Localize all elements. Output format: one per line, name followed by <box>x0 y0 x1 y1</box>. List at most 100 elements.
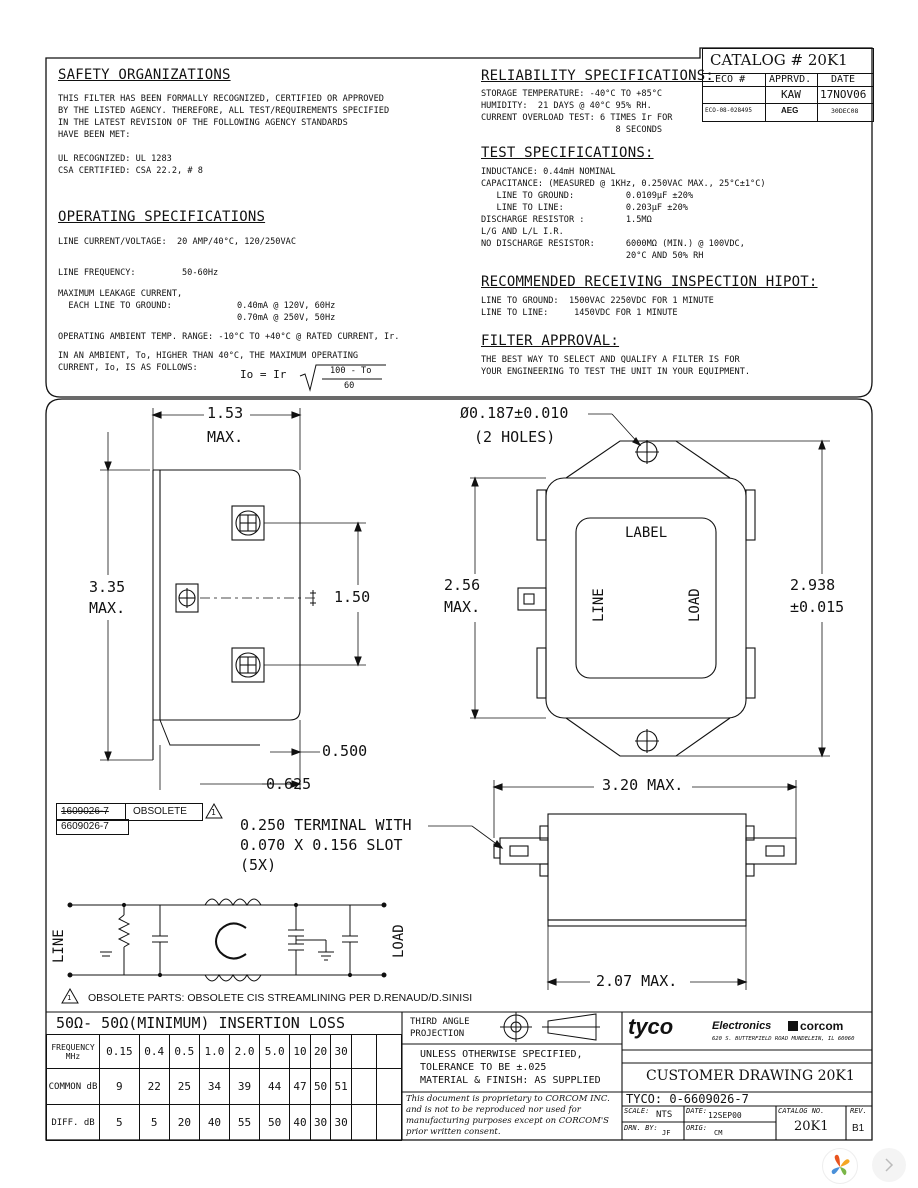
diff-cell: 5 <box>138 1104 170 1141</box>
test-line-8: 20°C AND 50% RH <box>481 251 704 261</box>
catalog-block: CATALOG # 20K1 ECO # APPRVD. DATE KAW 17… <box>702 48 874 122</box>
dim-width-side-max: MAX. <box>207 428 244 446</box>
diff-cell: 55 <box>228 1104 261 1141</box>
formula-numerator: 100 - To <box>330 366 372 376</box>
dim-width-side: 1.53 <box>207 404 244 422</box>
freq-label: FREQUENCY MHz <box>46 1034 100 1069</box>
front-label: LABEL <box>625 525 668 541</box>
dim-front-height: 2.56 <box>444 576 481 594</box>
schematic <box>67 898 387 982</box>
rev-label: REV. <box>850 1107 867 1115</box>
drawn-by-label: DRN. BY: <box>624 1124 658 1132</box>
diff-label: DIFF. dB <box>46 1104 100 1141</box>
company-address: 620 S. BUTTERFIELD ROAD MUNDELEIN, IL 60… <box>712 1036 855 1042</box>
leakage-1: MAXIMUM LEAKAGE CURRENT, <box>58 289 183 299</box>
obsolete-tag: OBSOLETE <box>133 806 187 817</box>
freq-cell: 5.0 <box>259 1034 291 1069</box>
reliability-line-3: CURRENT OVERLOAD TEST: 6 TIMES Ir FOR <box>481 113 673 123</box>
dim-height-side: 3.35 <box>89 578 126 596</box>
obsolete-note: OBSOLETE PARTS: OBSOLETE CIS STREAMLININ… <box>88 992 473 1004</box>
current-number-box: 6609026-7 <box>56 819 129 835</box>
bottom-view <box>428 780 798 990</box>
apprvd-2: AEG <box>781 106 799 115</box>
reliability-line-4: 8 SECONDS <box>481 125 663 135</box>
dim-hole-spacing-tol: ±0.015 <box>790 598 845 616</box>
viewer-next-button[interactable] <box>872 1148 906 1182</box>
common-cell: 50 <box>309 1068 332 1105</box>
common-label: COMMON dB <box>46 1068 100 1105</box>
line-current: LINE CURRENT/VOLTAGE: 20 AMP/40°C, 120/2… <box>58 237 296 247</box>
terminal-note-2: 0.070 X 0.156 SLOT <box>240 836 403 854</box>
formula-left: Io = Ir <box>240 368 287 381</box>
safety-title: SAFETY ORGANIZATIONS <box>58 67 231 83</box>
apprvd-header: APPRVD. <box>769 74 812 85</box>
current-number: 6609026-7 <box>61 821 109 832</box>
corcom-logo: corcom <box>800 1019 844 1033</box>
dim-hole-spacing: 2.938 <box>790 576 836 594</box>
test-line-6: L/G AND L/L I.R. <box>481 227 564 237</box>
freq-cell: 2.0 <box>228 1034 261 1069</box>
eco-2: ECO-08-028495 <box>705 107 752 114</box>
material-note: MATERIAL & FINISH: AS SUPPLIED <box>420 1075 601 1086</box>
test-line-4: LINE TO LINE: 0.203µF ±20% <box>481 203 688 213</box>
catalog-no-label: CATALOG NO. <box>778 1107 825 1115</box>
date-label: DATE: <box>686 1107 708 1115</box>
catalog-no-value: 20K1 <box>794 1119 829 1134</box>
test-line-2: CAPACITANCE: (MEASURED @ 1KHz, 0.250VAC … <box>481 179 766 189</box>
common-cell: 22 <box>138 1068 170 1105</box>
eco-header: ECO # <box>715 74 746 85</box>
dim-front-height-max: MAX. <box>444 598 481 616</box>
freq-cell: 1.0 <box>198 1034 231 1069</box>
formula-denominator: 60 <box>344 381 355 391</box>
dim-body-width: 2.07 MAX. <box>596 972 678 990</box>
originator-value: CM <box>714 1129 723 1137</box>
tyco-number: TYCO: 0-6609026-7 <box>626 1092 749 1106</box>
proprietary-3: manufacturing purposes except on CORCOM'… <box>406 1116 610 1126</box>
leakage-2: EACH LINE TO GROUND: <box>58 301 172 311</box>
loss-title: 50Ω- 50Ω(MINIMUM) INSERTION LOSS <box>56 1014 345 1032</box>
common-cell: 44 <box>259 1068 291 1105</box>
title-block-lines <box>46 1011 872 1140</box>
obsolete-mark-2: 1 <box>67 994 72 1002</box>
test-line-1: INDUCTANCE: 0.44mH NOMINAL <box>481 167 616 177</box>
ambient-range: OPERATING AMBIENT TEMP. RANGE: -10°C TO … <box>58 332 400 342</box>
freq-cell: 10 <box>289 1034 311 1069</box>
approval-line-2: YOUR ENGINEERING TO TEST THE UNIT IN YOU… <box>481 367 751 377</box>
diff-cell: 30 <box>309 1104 332 1141</box>
viewer-logo-button[interactable] <box>822 1148 858 1184</box>
approval-line-1: THE BEST WAY TO SELECT AND QUALIFY A FIL… <box>481 355 740 365</box>
diff-cell: 40 <box>289 1104 311 1141</box>
tolerance-note-1: UNLESS OTHERWISE SPECIFIED, <box>420 1049 583 1060</box>
line-frequency-value: 50-60Hz <box>182 268 219 278</box>
reliability-line-2: HUMIDITY: 21 DAYS @ 40°C 95% RH. <box>481 101 652 111</box>
scale-label: SCALE: <box>624 1107 650 1115</box>
ambient-note-1: IN AN AMBIENT, To, HIGHER THAN 40°C, THE… <box>58 351 359 361</box>
dim-0500: 0.500 <box>322 742 368 760</box>
diff-cell: 20 <box>168 1104 200 1141</box>
proprietary-1: This document is proprietary to CORCOM I… <box>406 1094 610 1104</box>
sqrt-symbol <box>299 364 386 392</box>
diff-cell: 50 <box>259 1104 291 1141</box>
test-line-3: LINE TO GROUND: 0.0109µF ±20% <box>481 191 694 201</box>
originator-label: ORIG: <box>686 1124 708 1132</box>
safety-line-3: IN THE LATEST REVISION OF THE FOLLOWING … <box>58 118 348 128</box>
freq-cell: 0.5 <box>168 1034 200 1069</box>
reliability-title: RELIABILITY SPECIFICATIONS: <box>481 68 714 84</box>
drawing-title: CUSTOMER DRAWING 20K1 <box>646 1068 855 1084</box>
hipot-line-2: LINE TO LINE: 1450VDC FOR 1 MINUTE <box>481 308 678 318</box>
reliability-line-1: STORAGE TEMPERATURE: -40°C TO +85°C <box>481 89 663 99</box>
dim-overall-width: 3.20 MAX. <box>602 776 684 794</box>
dim-height-side-max: MAX. <box>89 599 126 617</box>
leakage-value-1: 0.40mA @ 120V, 60Hz <box>237 301 336 311</box>
diff-cell: 5 <box>99 1104 140 1141</box>
hipot-title: RECOMMENDED RECEIVING INSPECTION HIPOT: <box>481 274 818 290</box>
approval-title: FILTER APPROVAL: <box>481 333 620 349</box>
hole-count: (2 HOLES) <box>474 428 556 446</box>
common-cell: 51 <box>330 1068 352 1105</box>
obsolete-box: 1609026-7 OBSOLETE <box>56 803 203 821</box>
safety-line-1: THIS FILTER HAS BEEN FORMALLY RECOGNIZED… <box>58 94 384 104</box>
common-cell: 25 <box>168 1068 200 1105</box>
obsolete-number: 1609026-7 <box>61 806 109 817</box>
